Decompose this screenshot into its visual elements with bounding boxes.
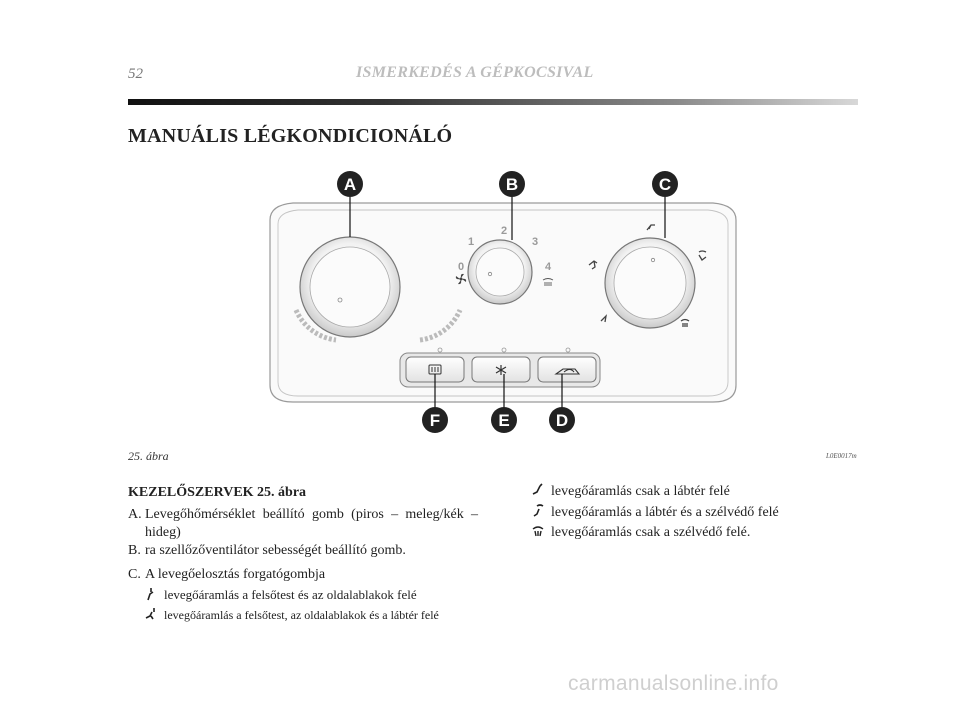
control-a: A. Levegőhőmérséklet beállító gomb (piro… xyxy=(128,506,478,542)
fan-speed-2: 2 xyxy=(501,225,507,237)
mode-face-feet-icon xyxy=(588,260,598,270)
callout-f: F xyxy=(430,411,440,430)
control-c-text: A levegőelosztás forgatógombja xyxy=(145,567,326,582)
fan-icon xyxy=(455,273,467,285)
mode-option-face-text: levegőáramlás a felsőtest és az oldalabl… xyxy=(164,587,417,602)
running-title: ISMERKEDÉS A GÉPKOCSIVAL xyxy=(356,64,594,81)
mode-option-feet: levegőáramlás csak a lábtér felé xyxy=(532,483,730,501)
fan-speed-3: 3 xyxy=(532,236,538,248)
header-rule xyxy=(128,99,858,105)
feet-windscreen-icon xyxy=(532,504,544,518)
page-number: 52 xyxy=(128,66,143,82)
fan-speed-1: 1 xyxy=(468,236,474,248)
face-feet-vent-icon xyxy=(145,607,157,621)
mode-option-face: levegőáramlás a felsőtest és az oldalabl… xyxy=(145,586,417,604)
mode-option-face-feet-text: levegőáramlás a felsőtest, az oldalablak… xyxy=(164,608,439,622)
mode-feet-screen-icon xyxy=(698,250,707,261)
ac-icon xyxy=(495,365,507,375)
climate-panel-figure: A B C F E D 0 1 2 3 4 xyxy=(269,171,737,433)
control-c-letter: C. xyxy=(128,567,141,582)
defrost-small-icon xyxy=(542,278,554,286)
callout-b: B xyxy=(506,175,518,194)
mode-option-screen-text: levegőáramlás csak a szélvédő felé. xyxy=(551,525,751,540)
mode-option-feet-text: levegőáramlás csak a lábtér felé xyxy=(551,484,730,499)
controls-heading: KEZELŐSZERVEK 25. ábra xyxy=(128,485,307,500)
mode-option-feet-screen-text: levegőáramlás a lábtér és a szélvédő fel… xyxy=(551,505,779,520)
control-c: C. A levegőelosztás forgatógombja xyxy=(128,566,478,584)
control-b-letter: B. xyxy=(128,543,141,558)
windscreen-defrost-icon xyxy=(532,524,544,538)
mode-face-icon xyxy=(646,224,655,231)
mode-option-face-feet: levegőáramlás a felsőtest, az oldalablak… xyxy=(145,606,439,624)
figure-code: L0E0017m xyxy=(826,452,857,460)
fan-speed-0: 0 xyxy=(458,261,464,273)
mode-feet-icon xyxy=(600,314,607,323)
callout-d: D xyxy=(556,411,568,430)
callout-a: A xyxy=(344,175,356,194)
fan-speed-4: 4 xyxy=(545,261,552,273)
mode-option-screen: levegőáramlás csak a szélvédő felé. xyxy=(532,524,750,542)
mode-screen-icon xyxy=(680,318,690,327)
figure-caption: 25. ábra xyxy=(128,449,169,463)
control-b-text: ra szellőzőventilátor sebességét beállít… xyxy=(145,543,406,558)
callout-e: E xyxy=(498,411,509,430)
control-a-text: Levegőhőmérséklet beállító gomb (piros –… xyxy=(145,507,478,540)
face-vent-icon xyxy=(145,587,157,601)
mode-option-feet-screen: levegőáramlás a lábtér és a szélvédő fel… xyxy=(532,504,779,522)
callout-c: C xyxy=(659,175,671,194)
watermark: carmanualsonline.info xyxy=(568,672,779,695)
control-a-letter: A. xyxy=(128,507,142,522)
control-b: B. ra szellőzőventilátor sebességét beál… xyxy=(128,542,478,560)
section-title: MANUÁLIS LÉGKONDICIONÁLÓ xyxy=(128,125,453,147)
recirculation-icon xyxy=(554,368,581,375)
feet-vent-icon xyxy=(532,483,544,497)
